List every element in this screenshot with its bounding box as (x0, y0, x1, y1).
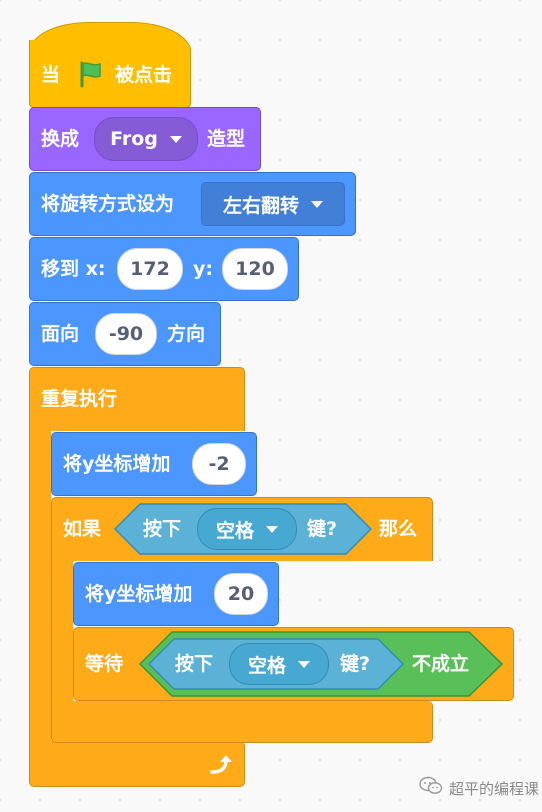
direction-prefix: 面向 (41, 323, 80, 345)
sensor-suffix-2: 键? (340, 653, 371, 675)
change-y-input-2[interactable]: 20 (214, 573, 268, 615)
loop-arrow-icon (207, 752, 233, 780)
wait-until-label: 等待 (85, 653, 124, 675)
goto-y-label: y: (193, 258, 213, 280)
not-suffix-label: 不成立 (412, 653, 470, 675)
hat-suffix-label: 被点击 (115, 64, 173, 86)
then-label: 那么 (379, 518, 418, 540)
chevron-down-icon (311, 200, 323, 208)
key-value-1: 空格 (215, 519, 254, 542)
direction-input[interactable]: -90 (95, 313, 157, 355)
rotation-style-dropdown[interactable]: 左右翻转 (201, 182, 345, 226)
change-y-label-2: 将y坐标增加 (85, 583, 193, 605)
key-dropdown-2[interactable]: 空格 (229, 643, 329, 685)
goto-x-label: 移到 x: (41, 258, 106, 280)
costume-value: Frog (110, 128, 158, 150)
sensor-prefix-2: 按下 (175, 653, 214, 675)
rotation-style-value: 左右翻转 (222, 194, 299, 217)
key-value-2: 空格 (247, 654, 286, 677)
if-label: 如果 (63, 518, 102, 540)
rotation-style-label: 将旋转方式设为 (41, 193, 175, 215)
sensor-suffix-1: 键? (307, 518, 338, 540)
key-dropdown-1[interactable]: 空格 (197, 508, 297, 550)
change-y-input-1[interactable]: -2 (192, 443, 246, 485)
y-input[interactable]: 120 (222, 248, 288, 290)
costume-dropdown[interactable]: Frog (94, 117, 198, 161)
watermark: 超平的编程课 (419, 776, 539, 800)
forever-label: 重复执行 (41, 388, 118, 410)
wechat-icon (419, 776, 443, 800)
hat-prefix-label: 当 (41, 64, 61, 86)
chevron-down-icon (169, 135, 182, 143)
chevron-down-icon (266, 525, 278, 533)
switch-costume-prefix: 换成 (41, 128, 80, 150)
switch-costume-suffix: 造型 (207, 128, 246, 150)
watermark-text: 超平的编程课 (449, 779, 540, 798)
direction-suffix: 方向 (167, 323, 206, 345)
chevron-down-icon (298, 660, 310, 668)
sensor-prefix-1: 按下 (143, 518, 182, 540)
change-y-label-1: 将y坐标增加 (63, 453, 171, 475)
x-input[interactable]: 172 (117, 248, 183, 290)
green-flag-icon (76, 60, 104, 92)
